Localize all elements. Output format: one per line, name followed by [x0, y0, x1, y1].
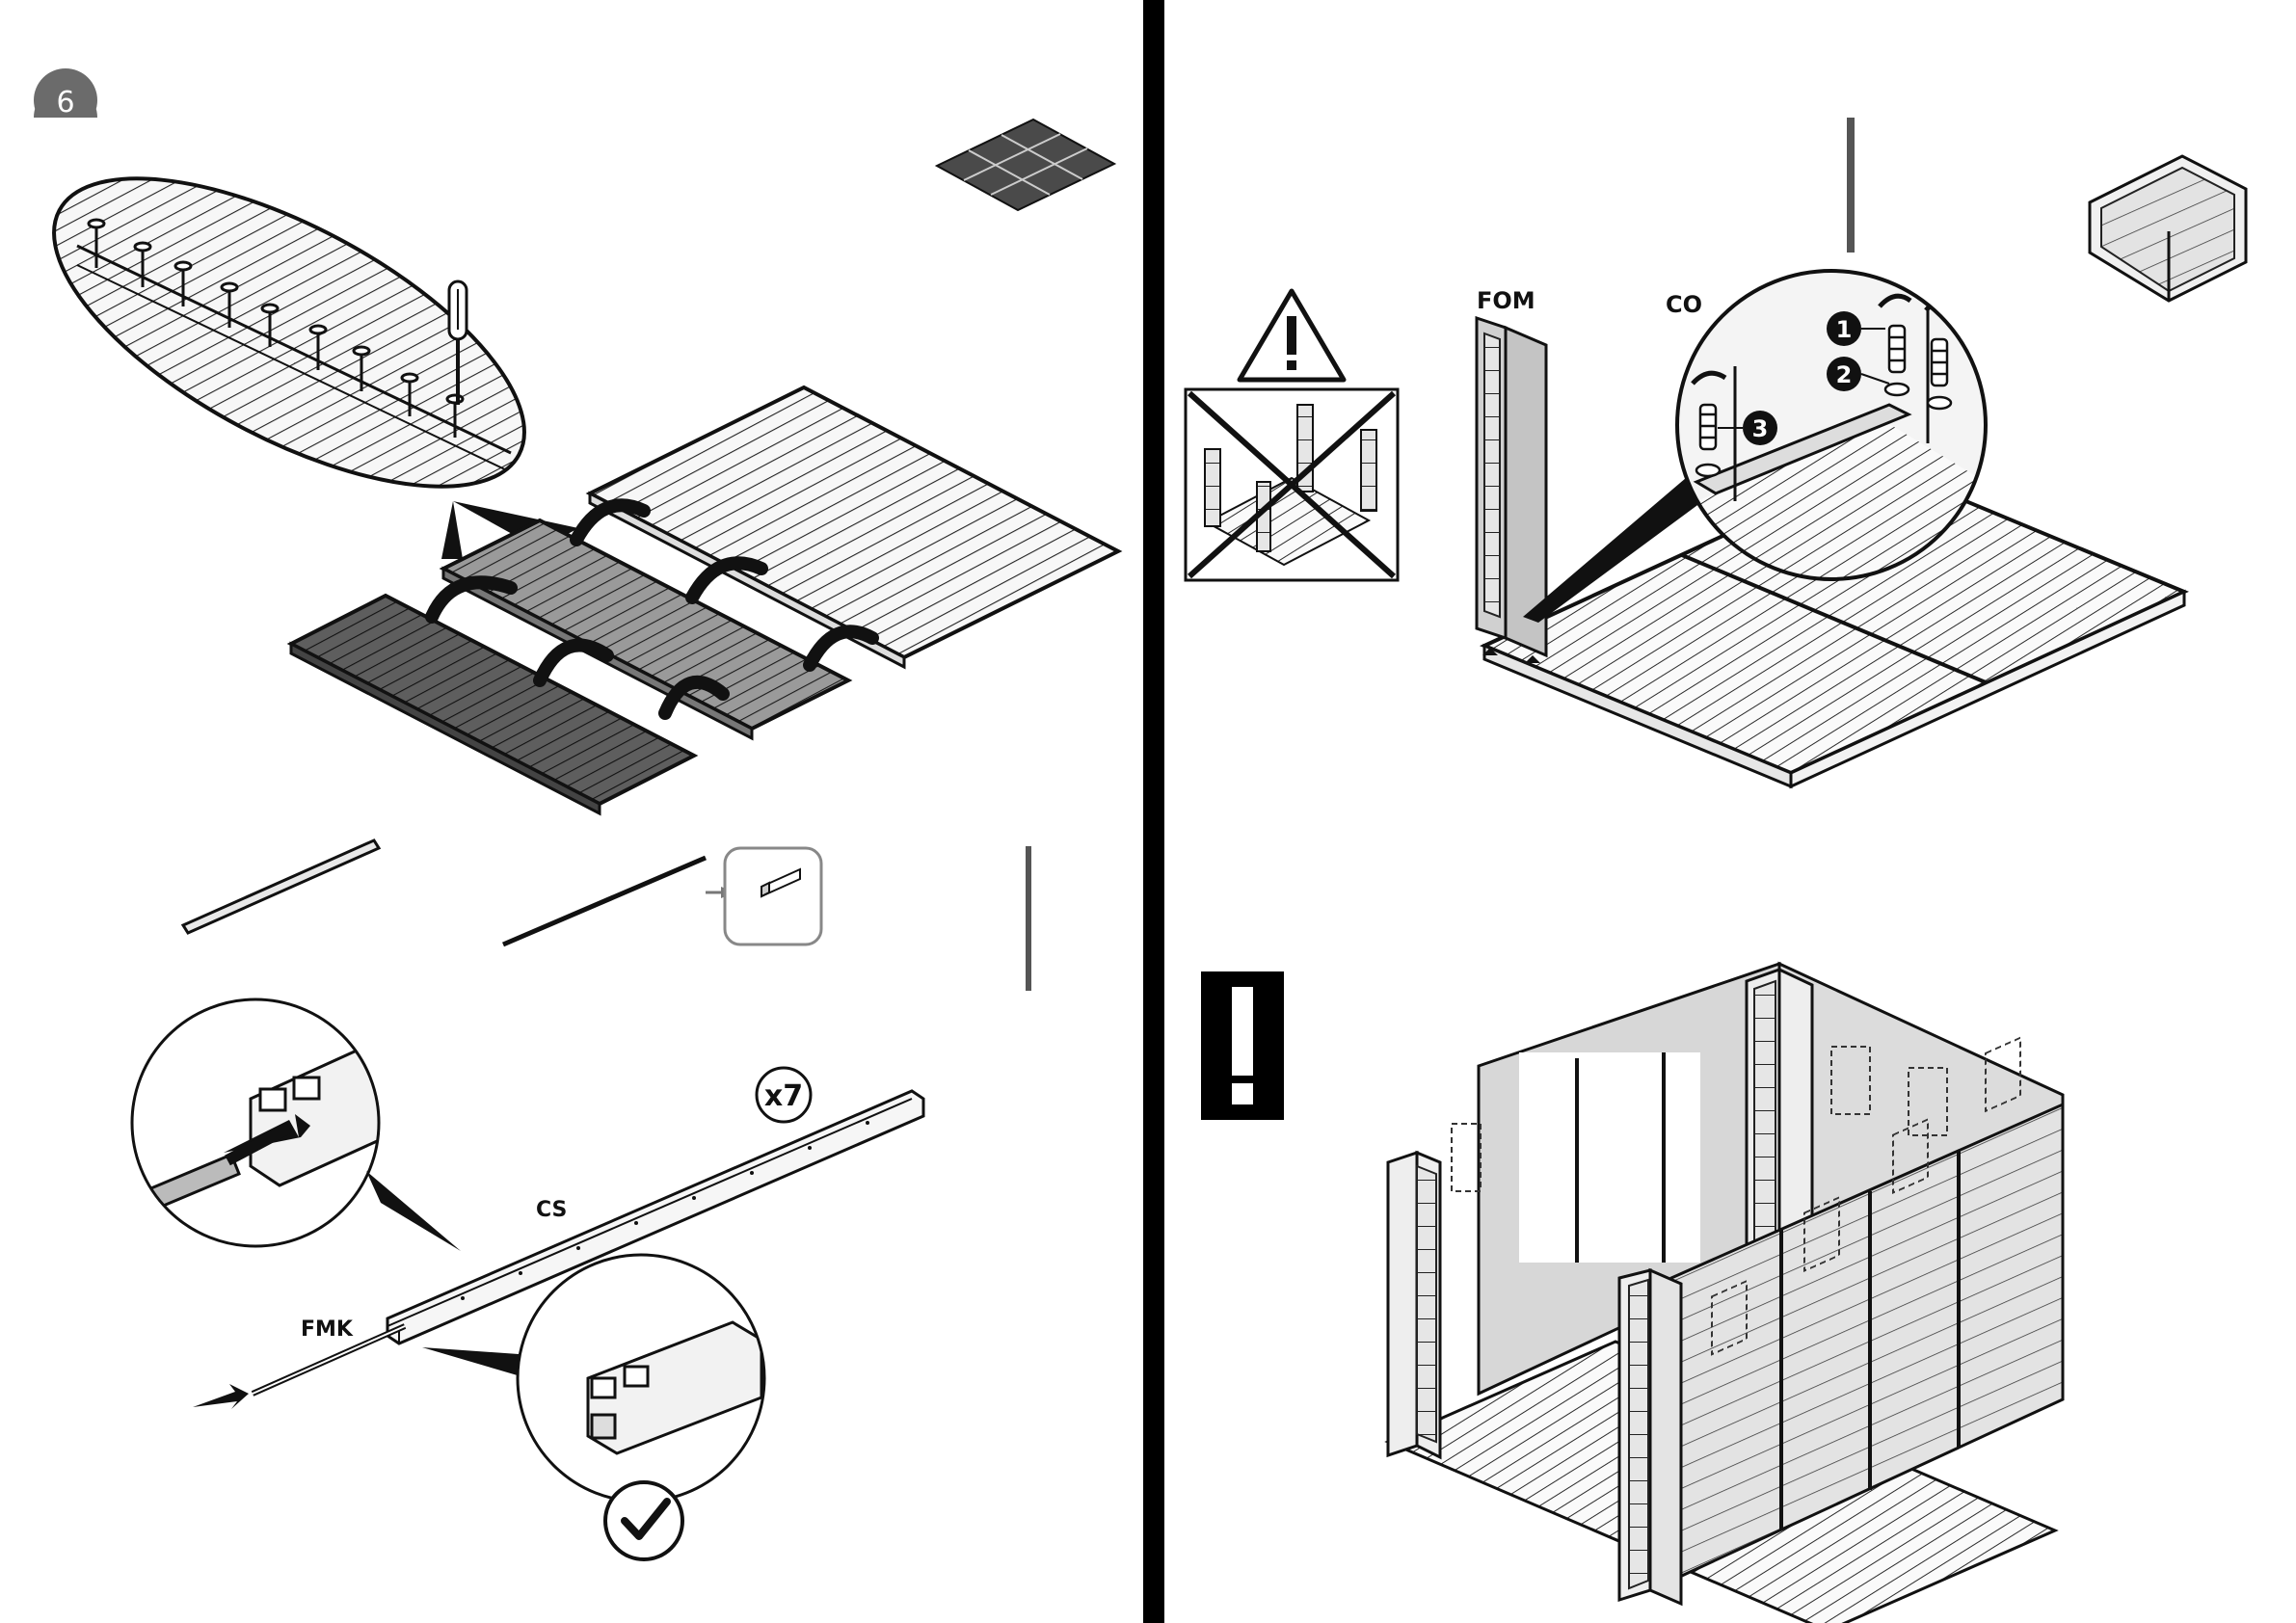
fmk-rod-insertion: [193, 1326, 405, 1409]
prohibited-example-box: [1186, 389, 1398, 580]
section-separator-bar: [1026, 846, 1031, 991]
label-co: CO: [1666, 291, 1702, 318]
quantity-label: x7: [764, 1079, 803, 1113]
section-separator-bar-right: [1847, 118, 1855, 253]
fmk-rod-part: [503, 848, 821, 945]
warning-triangle-icon: [1240, 291, 1344, 380]
callout-1-number: 1: [1836, 316, 1853, 343]
callout-2-number: 2: [1836, 361, 1853, 388]
callout-3-number: 3: [1752, 415, 1769, 442]
step-badge: 6: [29, 68, 106, 137]
partial-shed-thumbnail: [2090, 156, 2246, 301]
assembled-detail-circle: [511, 1253, 771, 1559]
detail-pointer: [422, 1347, 521, 1376]
label-fom: FOM: [1477, 287, 1535, 314]
screw-detail-oval: [0, 117, 598, 559]
step-number: 6: [56, 86, 74, 120]
insert-detail-circle: [125, 993, 461, 1263]
screw-stack-left: [1696, 405, 1720, 476]
label-cs: CS: [536, 1198, 567, 1222]
exclamation-icon: [1201, 971, 1284, 1120]
quantity-badge: x7: [757, 1068, 811, 1122]
floor-tiles-thumbnail: [937, 120, 1114, 210]
assembled-shed-walls: [1388, 964, 2063, 1623]
label-fmk: FMK: [301, 1317, 354, 1342]
cs-rail-part: [183, 840, 379, 933]
checkmark-icon: [605, 1482, 682, 1559]
page-divider: [1143, 0, 1164, 1623]
